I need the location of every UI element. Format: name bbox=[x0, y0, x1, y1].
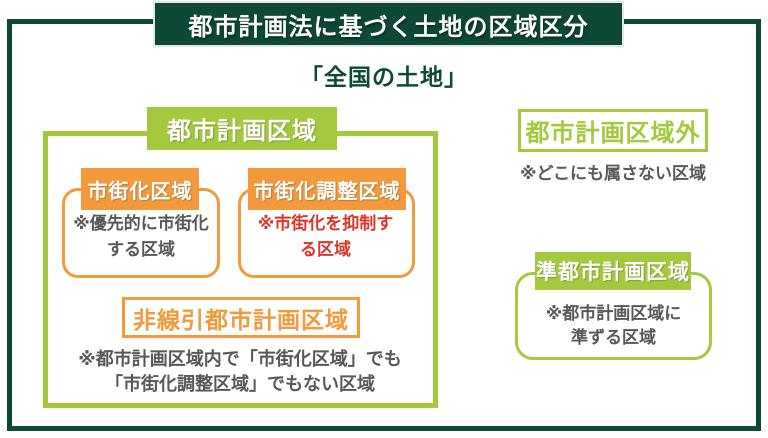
page-title: 都市計画法に基づく土地の区域区分 bbox=[188, 13, 589, 41]
note-line: る区域 bbox=[300, 240, 351, 259]
note-line: する区域 bbox=[107, 240, 175, 259]
note-line: ※優先的に市街化 bbox=[73, 214, 209, 233]
subtitle-national-land: 「全国の土地」 bbox=[300, 64, 468, 90]
urbanization-area-note: ※優先的に市街化 する区域 bbox=[62, 211, 220, 263]
quasi-city-planning-area-note: ※都市計画区域に 準ずる区域 bbox=[515, 302, 712, 350]
urbanization-area-label: 市街化区域 bbox=[81, 168, 199, 210]
non-delineated-area-box: 非線引都市計画区域 bbox=[122, 297, 360, 338]
outside-city-planning-area-note: ※どこにも属さない区域 bbox=[519, 164, 707, 183]
urbanization-control-area-note: ※市街化を抑制す る区域 bbox=[236, 211, 415, 263]
note-line: ※都市計画区域内で「市街化区域」でも bbox=[78, 349, 402, 369]
urbanization-control-area-label: 市街化調整区域 bbox=[248, 168, 406, 210]
outside-city-planning-area-box: 都市計画区域外 bbox=[518, 109, 708, 152]
note-line: 準ずる区域 bbox=[571, 328, 656, 347]
quasi-city-planning-area-label: 準都市計画区域 bbox=[535, 252, 691, 290]
city-planning-area-label: 都市計画区域 bbox=[147, 107, 337, 150]
note-line: ※都市計画区域に bbox=[545, 304, 682, 323]
note-line: ※市街化を抑制す bbox=[257, 214, 394, 233]
non-delineated-area-note: ※都市計画区域内で「市街化区域」でも 「市街化調整区域」でもない区域 bbox=[30, 347, 450, 397]
note-line: 「市街化調整区域」でもない区域 bbox=[105, 374, 375, 394]
title-banner: 都市計画法に基づく土地の区域区分 bbox=[153, 1, 624, 47]
